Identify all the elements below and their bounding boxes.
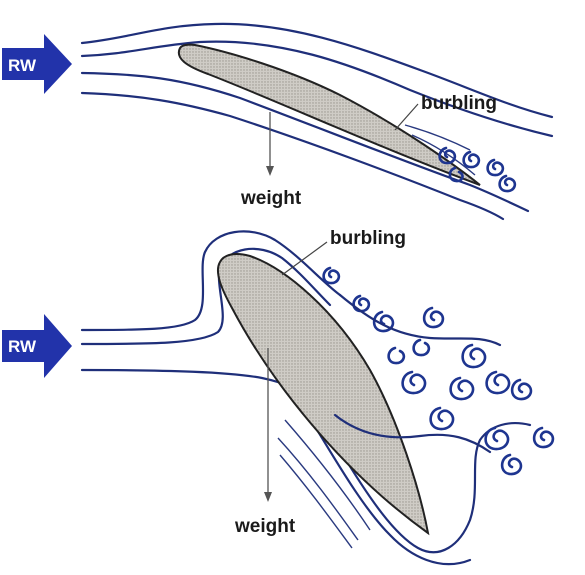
relative-wind-label-top: RW — [8, 56, 37, 75]
airfoil-bottom — [216, 253, 430, 536]
streamline-top-1 — [80, 22, 554, 119]
top-panel: RW weight burbling — [2, 22, 554, 221]
weight-label-bottom: weight — [234, 516, 296, 537]
burbling-leader-bottom — [281, 241, 328, 276]
eddies-bottom — [322, 266, 555, 476]
weight-arrow-bottom — [264, 348, 272, 502]
bottom-panel: RW weight burbling — [2, 228, 555, 566]
weight-label-top: weight — [240, 188, 302, 209]
eddies-top — [438, 146, 517, 193]
streamline-bottom-5 — [298, 400, 472, 566]
wake-line-top-1 — [404, 124, 471, 151]
streamline-top-2 — [80, 40, 554, 138]
streamline-bottom-1 — [80, 230, 342, 332]
wake-line-bottom-1 — [284, 419, 371, 531]
relative-wind-arrow-bottom: RW — [2, 314, 72, 378]
weight-arrow-top — [266, 112, 274, 176]
streamline-top-3 — [80, 71, 530, 213]
relative-wind-arrow-top: RW — [2, 34, 72, 94]
relative-wind-label-bottom: RW — [8, 337, 37, 356]
burbling-label-top: burbling — [421, 93, 497, 114]
burbling-label-bottom: burbling — [330, 228, 406, 249]
wake-streamline-bottom-2 — [333, 413, 492, 454]
wake-line-bottom-2 — [277, 437, 359, 541]
wake-streamline-bottom-1 — [338, 293, 502, 347]
wake-line-bottom-3 — [279, 454, 353, 549]
streamline-top-4 — [80, 91, 505, 221]
burbling-leader-top — [394, 103, 419, 131]
